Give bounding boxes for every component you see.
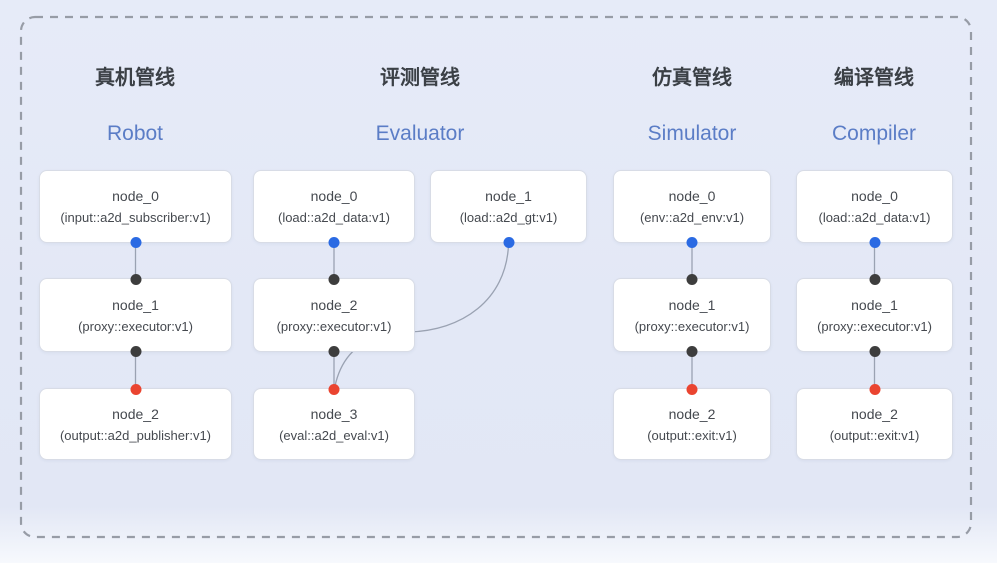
port-dot-blue[interactable] <box>503 236 514 248</box>
node-name: node_3 <box>310 405 358 422</box>
node-type: (input::a2d_subscriber:v1) <box>60 210 211 225</box>
node-name: node_0 <box>310 188 358 204</box>
evaluator-node-3[interactable]: node_3 (eval::a2d_eval:v1) <box>253 383 415 460</box>
node-type: (output::a2d_publisher:v1) <box>59 427 212 443</box>
robot-node-0[interactable]: node_0 (input::a2d_subscriber:v1) <box>39 170 232 248</box>
port-dot-red[interactable] <box>328 383 340 395</box>
port-dot-red[interactable] <box>130 383 141 395</box>
port-dot-dark[interactable] <box>686 273 698 285</box>
port-dot-dark[interactable] <box>328 345 340 357</box>
robot-node-2[interactable]: node_2 (output::a2d_publisher:v1) <box>39 383 232 460</box>
node-name: node_2 <box>310 296 358 313</box>
compiler-title-en: Compiler <box>831 122 917 145</box>
robot-title-cn: 真机管线 <box>95 67 175 89</box>
node-type: (load::a2d_data:v1) <box>277 210 391 225</box>
evaluator-node-2[interactable]: node_2 (proxy::executor:v1) <box>253 273 415 357</box>
node-name: node_2 <box>851 405 898 422</box>
node-name: node_0 <box>851 188 898 204</box>
port-dot-dark[interactable] <box>686 345 698 357</box>
node-name: node_1 <box>851 296 898 313</box>
evaluator-node-0[interactable]: node_0 (load::a2d_data:v1) <box>253 170 415 248</box>
node-name: node_2 <box>112 405 159 422</box>
node-name: node_2 <box>668 405 716 422</box>
port-dot-dark[interactable] <box>130 273 141 285</box>
compiler-title-cn: 编译管线 <box>834 67 914 89</box>
port-dot-dark[interactable] <box>328 273 340 285</box>
node-type: (load::a2d_gt:v1) <box>459 210 558 225</box>
node-type: (output::exit:v1) <box>829 427 920 443</box>
robot-title-en: Robot <box>106 122 164 145</box>
node-type: (proxy::executor:v1) <box>78 318 193 334</box>
compiler-node-1[interactable]: node_1 (proxy::executor:v1) <box>796 273 953 357</box>
robot-node-1[interactable]: node_1 (proxy::executor:v1) <box>39 273 232 357</box>
node-name: node_1 <box>668 296 716 313</box>
evaluator-title-cn: 评测管线 <box>380 67 460 89</box>
port-dot-blue[interactable] <box>328 236 340 248</box>
compiler-node-0[interactable]: node_0 (load::a2d_data:v1) <box>796 170 953 248</box>
port-dot-red[interactable] <box>686 383 698 395</box>
node-type: (proxy::executor:v1) <box>634 318 750 334</box>
node-type: (proxy::executor:v1) <box>276 318 392 334</box>
node-name: node_0 <box>112 188 159 204</box>
node-name: node_1 <box>112 296 159 313</box>
simulator-node-0[interactable]: node_0 (env::a2d_env:v1) <box>613 170 771 248</box>
simulator-node-1[interactable]: node_1 (proxy::executor:v1) <box>613 273 771 357</box>
port-dot-dark[interactable] <box>869 273 880 285</box>
evaluator-title-en: Evaluator <box>375 122 465 145</box>
simulator-title-en: Simulator <box>647 122 737 145</box>
port-dot-blue[interactable] <box>869 236 880 248</box>
compiler-node-2[interactable]: node_2 (output::exit:v1) <box>796 383 953 460</box>
node-name: node_0 <box>668 188 716 204</box>
node-type: (output::exit:v1) <box>647 427 737 443</box>
simulator-title-cn: 仿真管线 <box>652 67 732 89</box>
node-type: (eval::a2d_eval:v1) <box>279 427 389 443</box>
simulator-node-2[interactable]: node_2 (output::exit:v1) <box>613 383 771 460</box>
port-dot-dark[interactable] <box>130 345 141 357</box>
port-dot-red[interactable] <box>869 383 880 395</box>
dashed-border <box>19 15 973 539</box>
node-name: node_1 <box>485 188 532 204</box>
node-type: (load::a2d_data:v1) <box>818 210 931 225</box>
port-dot-blue[interactable] <box>130 236 141 248</box>
port-dot-dark[interactable] <box>869 345 880 357</box>
node-type: (env::a2d_env:v1) <box>639 210 745 225</box>
evaluator-node-1[interactable]: node_1 (load::a2d_gt:v1) <box>430 170 587 248</box>
port-dot-blue[interactable] <box>686 236 698 248</box>
node-type: (proxy::executor:v1) <box>817 318 932 334</box>
